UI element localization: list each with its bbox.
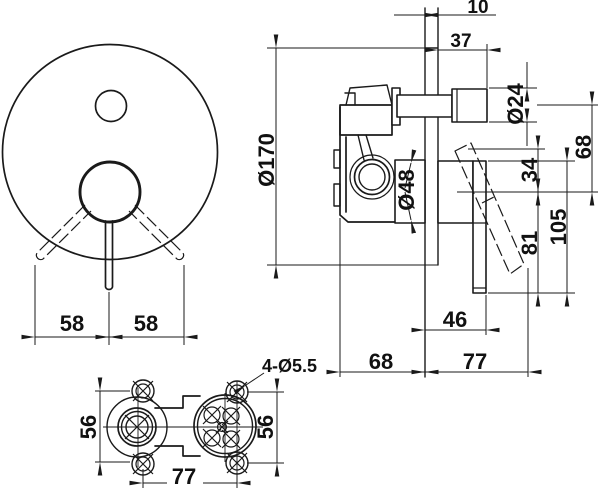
center-hole-cross xyxy=(215,420,229,434)
escutcheon-plate-outline xyxy=(1,43,219,261)
right-body-ports xyxy=(202,405,241,449)
dim-spout-length: 37 xyxy=(450,31,471,52)
handle-swing-positions xyxy=(35,204,185,261)
dim-line-48-bottom xyxy=(404,191,417,234)
right-body-outer xyxy=(193,394,257,458)
side-extension-lines xyxy=(267,44,598,377)
wall-plate-edges xyxy=(424,7,439,378)
diverter-valve-box xyxy=(339,104,393,136)
dim-hole-spacing: 77 xyxy=(172,464,196,489)
dim-handle-offset: 34 xyxy=(517,157,542,182)
screw-hole xyxy=(135,383,151,399)
body-neck-outline xyxy=(154,395,201,457)
handle-tube-joints xyxy=(473,222,486,289)
cartridge-inner xyxy=(358,163,386,191)
dim-line-48-top xyxy=(404,149,417,189)
body-foot-upper xyxy=(333,149,341,169)
screw-hole xyxy=(229,455,245,471)
supply-pipe xyxy=(396,94,453,118)
cartridge-outer xyxy=(353,158,391,196)
ear-tab xyxy=(131,379,155,403)
body-struts xyxy=(357,134,374,161)
port-hole xyxy=(222,407,240,425)
dim-height-right: 56 xyxy=(253,415,278,439)
port-hole-crosses xyxy=(202,405,241,449)
dim-height-left: 56 xyxy=(76,415,101,439)
dim-plate-diameter: Ø170 xyxy=(254,133,279,187)
dim-handle-reach: 77 xyxy=(463,349,487,374)
dim-wall-to-spout: 46 xyxy=(443,307,467,332)
handle-lever-down xyxy=(104,220,114,291)
dim-58-right: 58 xyxy=(134,311,158,336)
dimension-lines xyxy=(21,12,595,486)
body-foot-lower xyxy=(333,183,341,207)
port-hole xyxy=(203,406,221,424)
diverter-valve-top xyxy=(344,84,393,106)
label-mask xyxy=(167,469,203,486)
dimension-labels: 58 58 Ø170 10 37 Ø24 68 34 105 81 Ø48 46… xyxy=(60,0,596,489)
dim-holes-note: 4-Ø5.5 xyxy=(262,356,317,376)
cartridge-boss-ring xyxy=(349,154,395,200)
port-hole xyxy=(222,430,240,448)
left-port-cross xyxy=(124,414,150,440)
left-port-inner xyxy=(120,410,154,444)
port-hole xyxy=(203,429,221,447)
bottom-extension-lines xyxy=(95,390,284,488)
dim-58-left: 58 xyxy=(60,311,84,336)
dim-drop-total: 105 xyxy=(546,209,571,246)
dim-spout-diameter: Ø24 xyxy=(503,82,528,124)
diverter-button xyxy=(94,89,128,123)
front-view xyxy=(1,43,219,291)
center-hole xyxy=(216,421,228,433)
cartridge-sleeve xyxy=(394,159,426,224)
handle-boss xyxy=(78,160,142,224)
left-port-screw xyxy=(125,415,149,439)
dim-spout-to-handle: 68 xyxy=(571,135,596,159)
spout-pipe xyxy=(451,88,488,123)
right-body-inner xyxy=(196,397,254,455)
left-port-outer xyxy=(117,407,157,447)
dim-body-depth: 68 xyxy=(369,349,393,374)
dim-cartridge-diameter: Ø48 xyxy=(394,169,419,211)
dim-plate-thickness: 10 xyxy=(467,0,488,18)
side-view xyxy=(333,7,525,378)
front-extension-lines xyxy=(34,265,185,345)
handle-lever-swung xyxy=(454,142,525,275)
leader-line-holes xyxy=(233,372,265,395)
mounting-ears xyxy=(131,379,249,476)
dim-drop-below-center: 81 xyxy=(517,231,542,255)
handle-tube-down xyxy=(472,160,487,294)
